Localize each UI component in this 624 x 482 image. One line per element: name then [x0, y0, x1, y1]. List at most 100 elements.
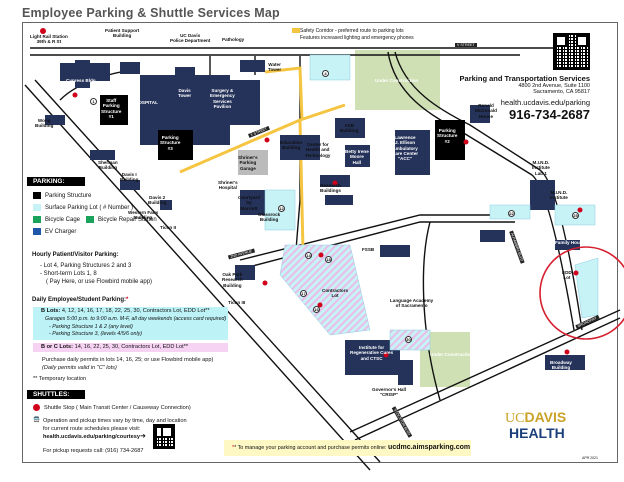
qr-code [553, 33, 590, 70]
map-title: Employee Parking & Shuttle Services Map [22, 6, 280, 20]
b-lots-box: B Lots: 4, 12, 14, 16, 17, 18, 22, 25, 3… [33, 307, 228, 340]
lot-number: 16 [313, 306, 320, 313]
lot-number: 25 [572, 212, 579, 219]
parking-structure-2 [435, 120, 465, 160]
map-label: Betty Irene Moore Hall [345, 149, 369, 165]
purchase-note: Purchase daily permits in lots 14, 16, 2… [42, 357, 214, 363]
map-label: UC Davis Police Department [170, 33, 211, 44]
safety-corridor-line1: Safety Corridor - preferred route to par… [300, 28, 404, 34]
courtesy-qr-code [153, 424, 175, 449]
shuttle-stop-legend: Shuttle Stop ( Main Transit Center / Cau… [33, 404, 191, 412]
map-label: Shriner's Parking Garage [238, 155, 258, 171]
lot-number: 4 [322, 70, 329, 77]
map-frame [22, 22, 618, 463]
hourly-header: Hourly Patient/Visitor Parking: [32, 252, 119, 258]
purchase-subnote: (Daily permits valid in "C" lots) [42, 365, 117, 371]
map-label: HOSPITAL [135, 100, 158, 105]
bc-lots-label: B or C Lots: [41, 344, 74, 350]
operation-line: Operation and pickup times vary by time,… [43, 418, 187, 424]
map-label: Lawrence J. Ellison Ambulatory Care Cent… [392, 135, 419, 162]
b-lots-sub: - Parking Structure 1 & 2 (any level) [49, 324, 133, 330]
pickup-phone: For pickup requests call: (916) 734-2687 [43, 448, 144, 454]
map-label: Contractors Lot [322, 288, 349, 299]
street-label: V STREET [455, 43, 477, 47]
courtesy-url: health.ucdavis.edu/parking/courtesy [43, 434, 140, 440]
map-label: Research Buildings [320, 183, 341, 194]
map-label: Ticon III [228, 300, 246, 305]
map-label: Parking Structure #2 [437, 128, 458, 144]
map-label: Davis 2 Building [148, 195, 167, 206]
map-label: Sherman Building [98, 160, 118, 171]
map-label: Wong Building [35, 118, 54, 129]
shriners-garage [238, 150, 268, 175]
map-label: Patient Support Building [105, 28, 140, 39]
shuttle-stop-icon [33, 404, 40, 411]
lot-number: 1 [90, 98, 97, 105]
manage-account-note: ** To manage your parking account and pu… [224, 440, 471, 456]
map-label: M.I.N.D. Institute [550, 190, 568, 201]
map-label: Oak Park Research Building [222, 272, 243, 288]
lot-number: 12 [278, 205, 285, 212]
b-lots-note: Garages 5:00 p.m. to 9:00 a.m. M-F, all … [45, 316, 227, 322]
parking-structure-1 [100, 95, 128, 125]
ucdavis-health-logo: UCDAVIS HEALTH [505, 409, 567, 441]
bicycle-cage-icon [33, 216, 41, 223]
surface-lot-icon [33, 204, 41, 211]
legend-item: Surface Parking Lot ( # Number ) [33, 204, 133, 213]
map-label: Western Fairs Building [128, 210, 159, 221]
safety-corridor-note: Safety Corridor - preferred route to par… [300, 28, 414, 41]
legend-item: EV Charger [33, 228, 76, 237]
map-label: Water Tower [268, 62, 282, 73]
aims-url: ucdmc.aimsparking.com [388, 444, 471, 451]
map-label: ASB Building [340, 123, 359, 134]
address-line1: 4800 2nd Avenue, Suite 1100 [518, 83, 590, 89]
map-label: Davis Tower [178, 88, 192, 99]
legend-item: Parking Structure [33, 192, 91, 201]
map-label: Pathology [222, 37, 245, 42]
bicycle-repair-icon [86, 216, 95, 223]
hourly-line: ( Pay Here, or use Flowbird mobile app) [46, 279, 153, 285]
contractors-lot [279, 244, 371, 336]
map-label: EDD Lot [562, 270, 572, 281]
map-date: APR 2021 [582, 456, 598, 460]
map-label: Parking Structure #3 [160, 135, 181, 151]
daily-header: Daily Employee/Student Parking:* [32, 297, 129, 303]
map-label: Glassrock Building [258, 212, 281, 223]
ev-charger-icon [33, 228, 41, 235]
hourly-line: - Short-term Lots 1, 8 [40, 271, 97, 277]
map-label: Shriner's Hospital [218, 180, 238, 191]
bus-icon: 🚍 [33, 417, 40, 423]
map-label: Ronald McDonald House [475, 103, 497, 119]
lot-number: 17 [300, 290, 307, 297]
safety-corridor-swatch [292, 28, 300, 33]
map-label: Broadway Building [550, 360, 572, 371]
map-label: Education Building [280, 140, 303, 151]
org-name: Parking and Transportation Services [459, 74, 590, 83]
temporary-note: ** Temporary location [33, 376, 87, 382]
safety-corridor-line2: Features increased lighting and emergenc… [300, 34, 414, 41]
lot-number: 22 [508, 210, 515, 217]
annotation-circle [539, 246, 624, 340]
lot-number: 30 [405, 336, 412, 343]
map-label: Davis I Building [120, 172, 139, 183]
operation-line: for current route schedules please visit… [43, 426, 141, 432]
website: health.ucdavis.edu/parking [500, 98, 590, 107]
parking-structure-icon [33, 192, 41, 199]
b-lots-sub: - Parking Structure 3, (levels 4/5/6 onl… [49, 331, 143, 337]
map-label: Institute for Regenerative Cures and CTS… [350, 345, 394, 361]
map-label: Center for Health and Technology [305, 142, 331, 158]
address-line2: Sacramento, CA 95817 [533, 89, 590, 95]
lot-4 [309, 54, 351, 81]
bc-lots-box: B or C Lots: 14, 16, 22, 25, 30, Contrac… [33, 343, 228, 352]
map-label: Governor's Hall "CRISP" [372, 387, 407, 398]
map-label: Ticon II [160, 225, 176, 230]
shuttles-header: SHUTTLES: [27, 390, 85, 399]
contact-block: Parking and Transportation Services 4800… [390, 74, 590, 122]
map-label: Courtyard by Marriott [238, 195, 260, 211]
bc-lots-list: 14, 16, 22, 25, 30, Contractors Lot, EDD… [74, 344, 189, 350]
map-label: Language Academy of Sacramento [390, 298, 434, 309]
parking-structure-3 [158, 130, 193, 160]
hourly-line: - Lot 4, Parking Structures 2 and 3 [40, 263, 132, 269]
map-label: Surgery & Emergency Services Pavilion [210, 88, 235, 109]
